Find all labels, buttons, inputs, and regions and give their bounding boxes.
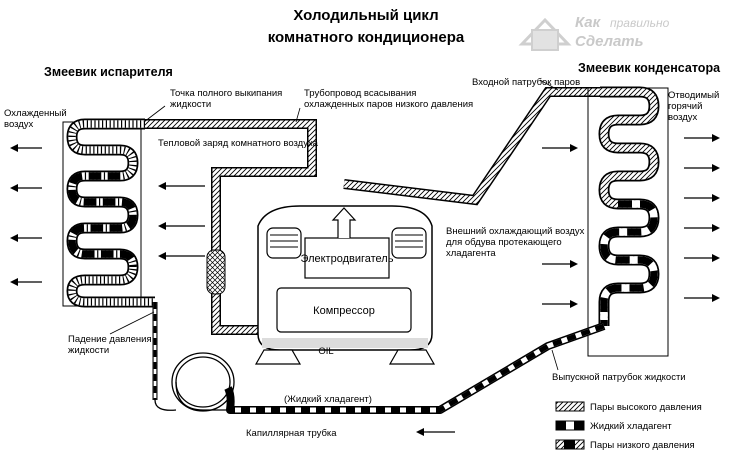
suction-label-1: Трубопровод всасывания (304, 88, 416, 99)
suction-line (145, 119, 317, 335)
room-air-arrows (158, 182, 205, 260)
liquid-refrigerant-label: (Жидкий хладагент) (284, 394, 372, 405)
pressure-drop-label-2: жидкости (68, 345, 109, 356)
cooled-air-label-2: воздух (4, 119, 34, 130)
ext-air-label-1: Внешний охлаждающий воздух (446, 226, 585, 237)
compressor-label: Компрессор (313, 305, 375, 317)
pressure-drop-label-1: Падение давления (68, 334, 152, 345)
condenser-heading: Змеевик конденсатора (578, 61, 721, 75)
leader-lines (109, 79, 559, 371)
oil-label: OIL (318, 346, 333, 357)
watermark-line-1: Как (575, 14, 602, 31)
ext-air-label-3: хладагента (446, 248, 496, 259)
motor-box (304, 237, 390, 279)
discharge-line (343, 87, 600, 206)
suction-accumulator (206, 249, 226, 295)
discharge-up-arrow (331, 207, 357, 238)
suction-label-2: охлажденных паров низкого давления (304, 99, 473, 110)
legend-swatch-high-pressure (555, 401, 585, 412)
hot-air-arrows (684, 134, 720, 302)
cooled-air-label-1: Охлажденный (4, 108, 67, 119)
boil-point-label-2: жидкости (170, 99, 211, 110)
title-line-2: комнатного кондиционера (268, 29, 465, 46)
outlet-port-label: Выпускной патрубок жидкости (552, 372, 686, 383)
house-icon (531, 29, 559, 51)
cooled-air-arrows (10, 144, 42, 286)
evaporator-coil (66, 118, 155, 308)
legend-label-high-pressure: Пары высокого давления (590, 402, 702, 413)
condenser-inlet-air-arrows (542, 144, 578, 308)
watermark-logo: Как правильно Сделать (518, 14, 670, 51)
compressor-unit (254, 205, 436, 365)
legend-swatch-liquid (555, 420, 585, 431)
ext-air-label-2: для обдува протекающего (446, 237, 562, 248)
legend-swatch-low-pressure (555, 439, 585, 450)
capillary-coil (171, 352, 235, 412)
watermark-line-3: Сделать (575, 33, 644, 50)
boil-point-label-1: Точка полного выкипания (170, 88, 282, 99)
legend-label-low-pressure: Пары низкого давления (590, 440, 695, 451)
heat-load-label: Тепловой заряд комнатного воздуха (158, 138, 319, 149)
watermark-line-2: правильно (610, 16, 670, 30)
evaporator-heading: Змеевик испарителя (44, 65, 173, 79)
motor-label: Электродвигатель (301, 253, 394, 265)
title-line-1: Холодильный цикл (293, 7, 438, 24)
compressor-box (276, 287, 412, 333)
capillary-label: Капиллярная трубка (246, 428, 337, 439)
inlet-port-label: Входной патрубок паров (472, 77, 580, 88)
hot-air-label-2: горячий (668, 101, 702, 112)
oil-sump (262, 338, 428, 348)
hot-air-label-3: воздух (668, 112, 698, 123)
hot-air-label-1: Отводимый (668, 90, 719, 101)
legend-label-liquid: Жидкий хладагент (590, 421, 672, 432)
capillary-riser (152, 302, 177, 411)
condenser-coil (598, 86, 660, 326)
legend: Пары высокого давления Жидкий хладагент … (555, 401, 702, 451)
